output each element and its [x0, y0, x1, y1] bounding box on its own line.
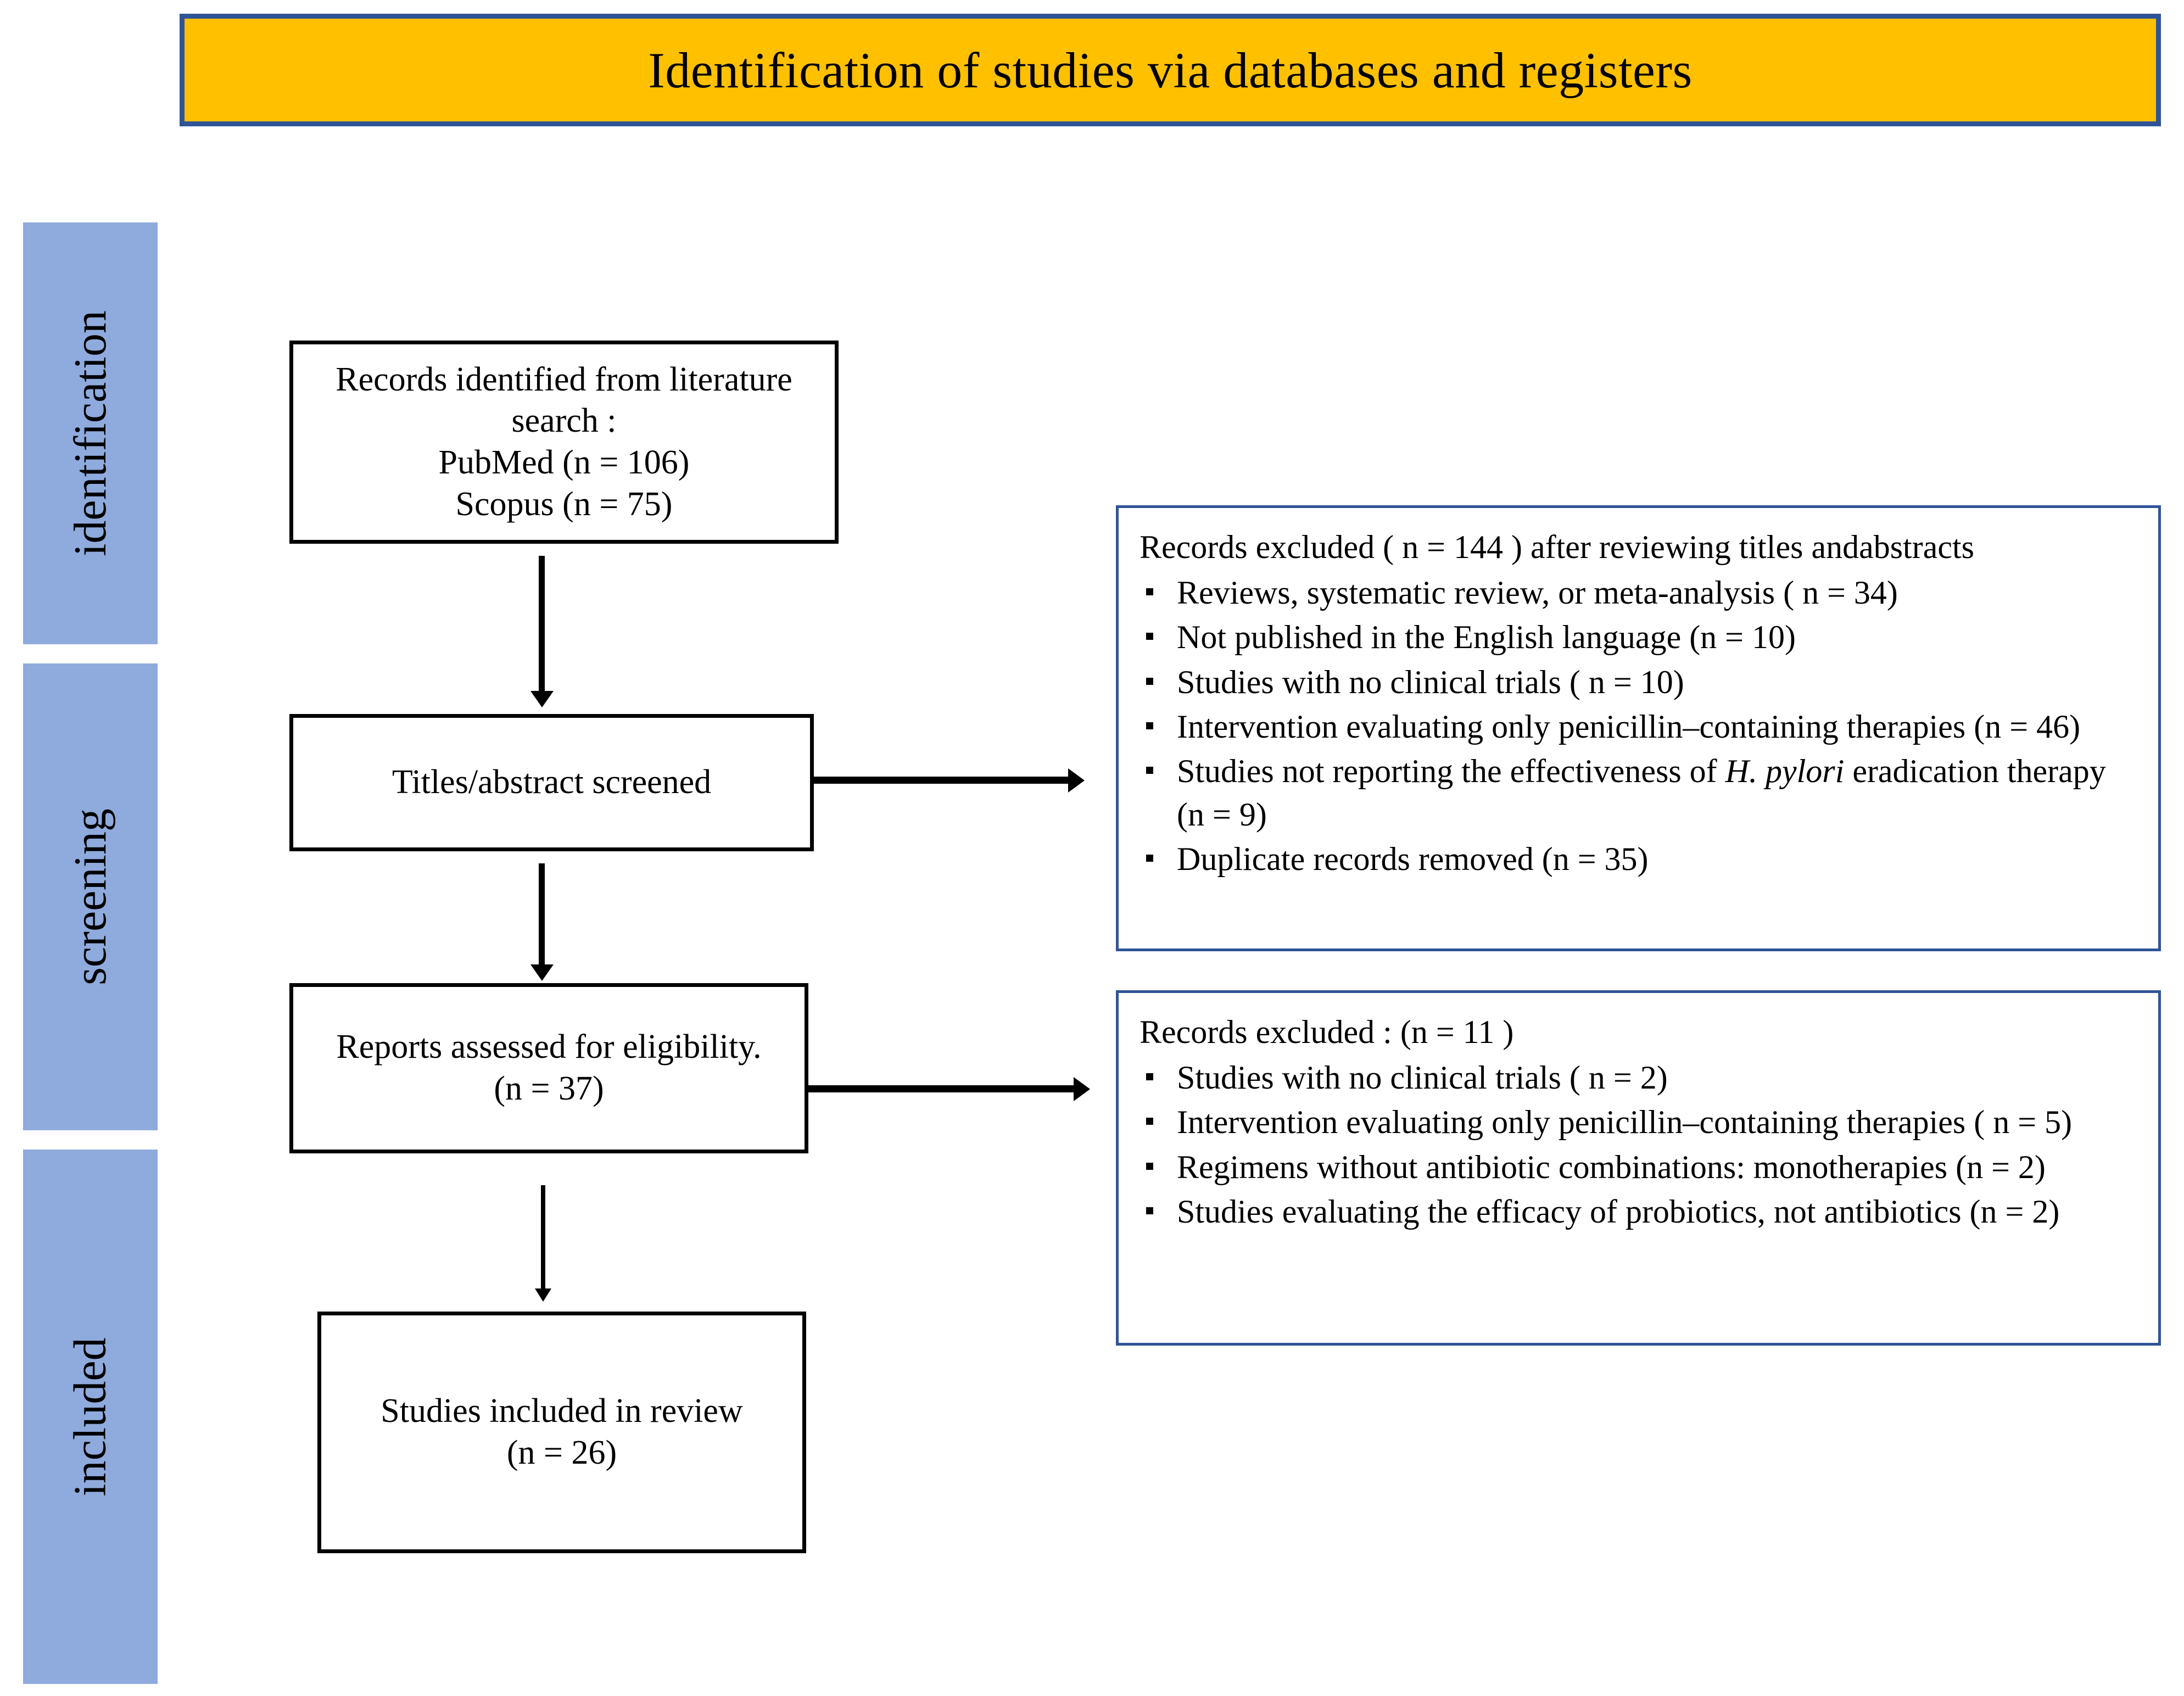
exclusion-reason-item: Intervention evaluating only penicillin–…	[1137, 1101, 2140, 1144]
flow-box-line: Scopus (n = 75)	[455, 485, 673, 523]
exclusion-reason-item: Not published in the English language (n…	[1137, 616, 2140, 659]
arrow-screened-to-eligibility	[539, 863, 545, 967]
phase-label-included: included	[64, 1337, 116, 1497]
exclusion-reason-item: Studies with no clinical trials ( n = 2)	[1137, 1056, 2140, 1100]
bullet-square-icon	[1146, 677, 1153, 685]
exclusion-reason-text: Reviews, systematic review, or meta-anal…	[1177, 574, 1898, 611]
phase-band-identification: identification	[23, 222, 158, 644]
flow-box-line: (n = 37)	[494, 1070, 604, 1107]
exclusion-reason-text-pre: Studies not reporting the effectiveness …	[1177, 752, 1725, 789]
flow-box-line: (n = 26)	[506, 1434, 617, 1471]
arrow-eligibility-to-included	[541, 1185, 545, 1290]
phase-label-screening: screening	[64, 808, 116, 985]
exclusion-reason-item: Intervention evaluating only penicillin–…	[1137, 705, 2140, 749]
bullet-square-icon	[1146, 588, 1153, 596]
phase-band-screening: screening	[23, 663, 158, 1130]
exclusion-reason-text: Intervention evaluating only penicillin–…	[1177, 708, 2081, 745]
exclusion-reason-text: Studies with no clinical trials ( n = 10…	[1177, 663, 1684, 700]
flow-box-line: Reports assessed for eligibility.	[336, 1028, 762, 1066]
exclusion-reason-text-italic: H. pylori	[1725, 752, 1845, 789]
phase-band-included: included	[23, 1150, 158, 1684]
bullet-square-icon	[1146, 633, 1153, 640]
exclusion-reason-item: Duplicate records removed (n = 35)	[1137, 838, 2140, 881]
exclusion-reason-text: Studies with no clinical trials ( n = 2)	[1177, 1059, 1668, 1096]
bullet-square-icon	[1146, 766, 1153, 774]
bullet-square-icon	[1146, 1162, 1153, 1170]
page-title: Identification of studies via databases …	[648, 42, 1693, 98]
flow-box-records-identified: Records identified from literature searc…	[289, 341, 839, 544]
bullet-square-icon	[1146, 1073, 1153, 1081]
exclusion-reason-text-post: eradication therapy (n = 9)	[1177, 752, 2106, 833]
flow-box-titles-abstract-screened: Titles/abstract screened	[289, 714, 814, 851]
flow-box-line: Records identified from literature	[336, 360, 792, 398]
bullet-square-icon	[1146, 722, 1153, 729]
exclusion-reason-text: Studies evaluating the efficacy of probi…	[1177, 1193, 2060, 1230]
flow-box-line: Titles/abstract screened	[392, 763, 712, 801]
exclusion-reason-text: Regimens without antibiotic combinations…	[1177, 1148, 2046, 1185]
exclusion-heading: Records excluded : (n = 11 )	[1140, 1014, 1514, 1050]
arrow-identified-to-screened	[539, 556, 545, 693]
bullet-square-icon	[1146, 1118, 1153, 1125]
exclusion-reason-item: Reviews, systematic review, or meta-anal…	[1137, 571, 2140, 615]
arrow-eligibility-to-exclusions-2	[807, 1085, 1075, 1092]
bullet-square-icon	[1146, 1207, 1153, 1214]
flow-box-line: Studies included in review	[381, 1392, 743, 1430]
exclusion-reason-item: Studies not reporting the effectiveness …	[1137, 750, 2140, 836]
flow-box-studies-included-in-review: Studies included in review (n = 26)	[317, 1312, 806, 1553]
exclusion-reason-list: Reviews, systematic review, or meta-anal…	[1137, 571, 2140, 881]
exclusion-heading: Records excluded ( n = 144 ) after revie…	[1140, 529, 1974, 565]
phase-label-identification: identification	[64, 310, 116, 556]
exclusion-box-screening: Records excluded ( n = 144 ) after revie…	[1116, 505, 2161, 951]
arrow-screened-to-exclusions-1	[814, 777, 1069, 784]
flow-box-line: PubMed (n = 106)	[438, 444, 690, 481]
flow-box-reports-assessed-eligibility: Reports assessed for eligibility. (n = 3…	[289, 983, 808, 1153]
exclusion-reason-text: Not published in the English language (n…	[1177, 619, 1796, 656]
flow-box-line: search :	[511, 402, 617, 440]
diagram-title-banner: Identification of studies via databases …	[180, 14, 2161, 126]
exclusion-reason-text: Intervention evaluating only penicillin–…	[1177, 1104, 2073, 1141]
exclusion-reason-text: Duplicate records removed (n = 35)	[1177, 841, 1649, 878]
exclusion-reason-item: Regimens without antibiotic combinations…	[1137, 1146, 2140, 1189]
exclusion-reason-list: Studies with no clinical trials ( n = 2)…	[1137, 1056, 2140, 1234]
exclusion-box-eligibility: Records excluded : (n = 11 ) Studies wit…	[1116, 990, 2161, 1346]
bullet-square-icon	[1146, 855, 1153, 862]
exclusion-reason-item: Studies evaluating the efficacy of probi…	[1137, 1190, 2140, 1234]
exclusion-reason-item: Studies with no clinical trials ( n = 10…	[1137, 661, 2140, 704]
